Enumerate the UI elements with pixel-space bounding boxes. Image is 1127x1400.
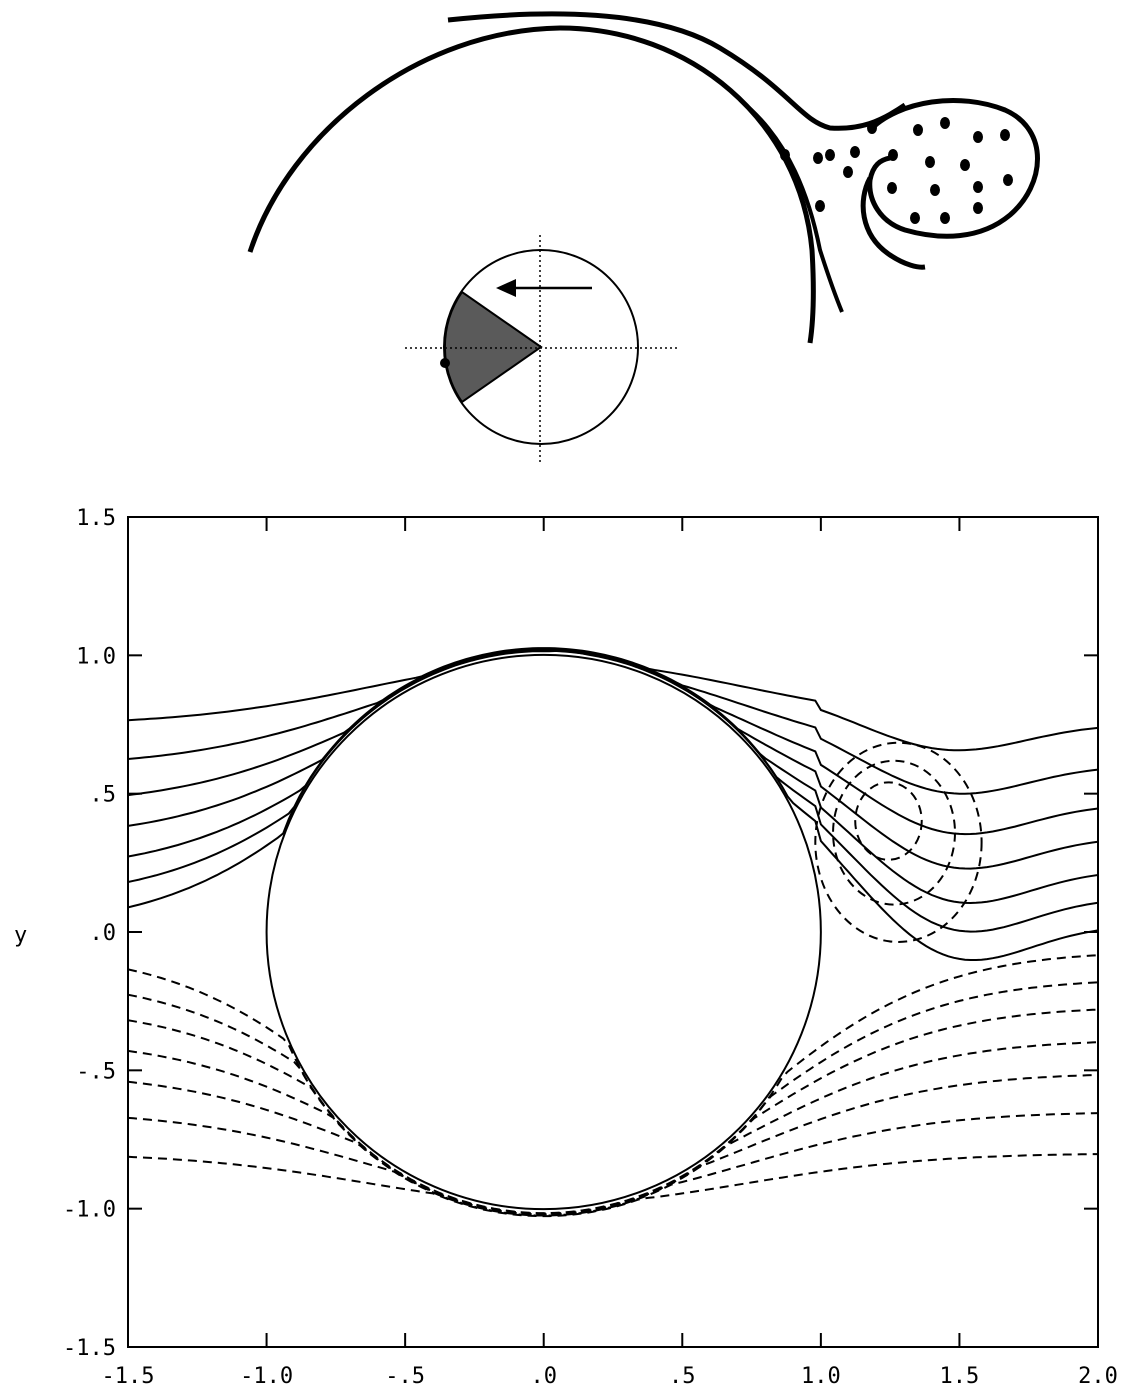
y-tick-label: -.5 <box>76 1059 116 1084</box>
negative-streamlines <box>128 954 1098 1218</box>
particle-dot <box>910 212 920 224</box>
positive-streamlines <box>128 647 1098 961</box>
x-tick-label: -1.0 <box>240 1364 293 1389</box>
y-tick-label: -1.5 <box>63 1336 116 1361</box>
x-tick-label: -.5 <box>385 1364 425 1389</box>
particle-dot <box>930 184 940 196</box>
y-tick-label: 1.0 <box>76 644 116 669</box>
wake-eddy <box>814 741 983 943</box>
y-tick-label: .5 <box>90 783 117 808</box>
particle-dot <box>973 202 983 214</box>
particle-dot <box>867 122 877 134</box>
y-tick-label: -1.0 <box>63 1198 116 1223</box>
particle-dot <box>925 156 935 168</box>
particle-dot <box>815 200 825 212</box>
eddy-contour <box>832 759 956 906</box>
x-tick-label: 2.0 <box>1078 1364 1118 1389</box>
particle-dot <box>780 149 790 161</box>
x-tick-label: .5 <box>669 1364 696 1389</box>
particle-dot <box>913 124 923 136</box>
eddy-contour <box>854 781 923 861</box>
x-tick-label: 1.0 <box>801 1364 841 1389</box>
particle-dot <box>850 146 860 158</box>
particle-dot <box>960 159 970 171</box>
particle-dots <box>780 117 1013 224</box>
streamlines <box>128 647 1098 1218</box>
streamline-negative <box>128 1112 1098 1217</box>
x-tick-label: .0 <box>530 1364 557 1389</box>
shaded-sector <box>443 290 543 404</box>
x-tick-labels: -1.5 -1.0 -.5 .0 .5 1.0 1.5 2.0 <box>102 1364 1118 1389</box>
shear-layer-arc <box>247 25 816 344</box>
particle-dot <box>813 152 823 164</box>
particle-dot <box>940 212 950 224</box>
schematic-sketch <box>247 11 1040 465</box>
x-tick-label: 1.5 <box>940 1364 980 1389</box>
streamline-negative <box>128 1153 1098 1218</box>
rotation-arrow-icon <box>496 279 516 297</box>
shear-layer-outer <box>447 11 907 131</box>
y-tick-label: 1.5 <box>76 506 116 531</box>
particle-dot <box>940 117 950 129</box>
sector-marker <box>440 358 450 368</box>
shear-layer-inner <box>738 98 844 313</box>
streamline-positive <box>128 647 1098 752</box>
particle-dot <box>1003 174 1013 186</box>
particle-dot <box>888 149 898 161</box>
particle-dot <box>887 182 897 194</box>
vortex-tail <box>860 176 926 270</box>
eddy-contour <box>814 741 983 943</box>
x-tick-label: -1.5 <box>102 1364 155 1389</box>
cylinder-body <box>265 653 822 1211</box>
shed-vortex <box>867 98 1040 239</box>
y-tick-labels: 1.5 1.0 .5 .0 -.5 -1.0 -1.5 <box>63 506 116 1361</box>
particle-dot <box>843 166 853 178</box>
particle-dot <box>973 131 983 143</box>
particle-dot <box>825 149 835 161</box>
axis-ticks <box>127 516 1099 1348</box>
particle-dot <box>1000 129 1010 141</box>
particle-dot <box>973 181 983 193</box>
y-tick-label: .0 <box>90 921 117 946</box>
y-axis-label: y <box>14 923 27 948</box>
